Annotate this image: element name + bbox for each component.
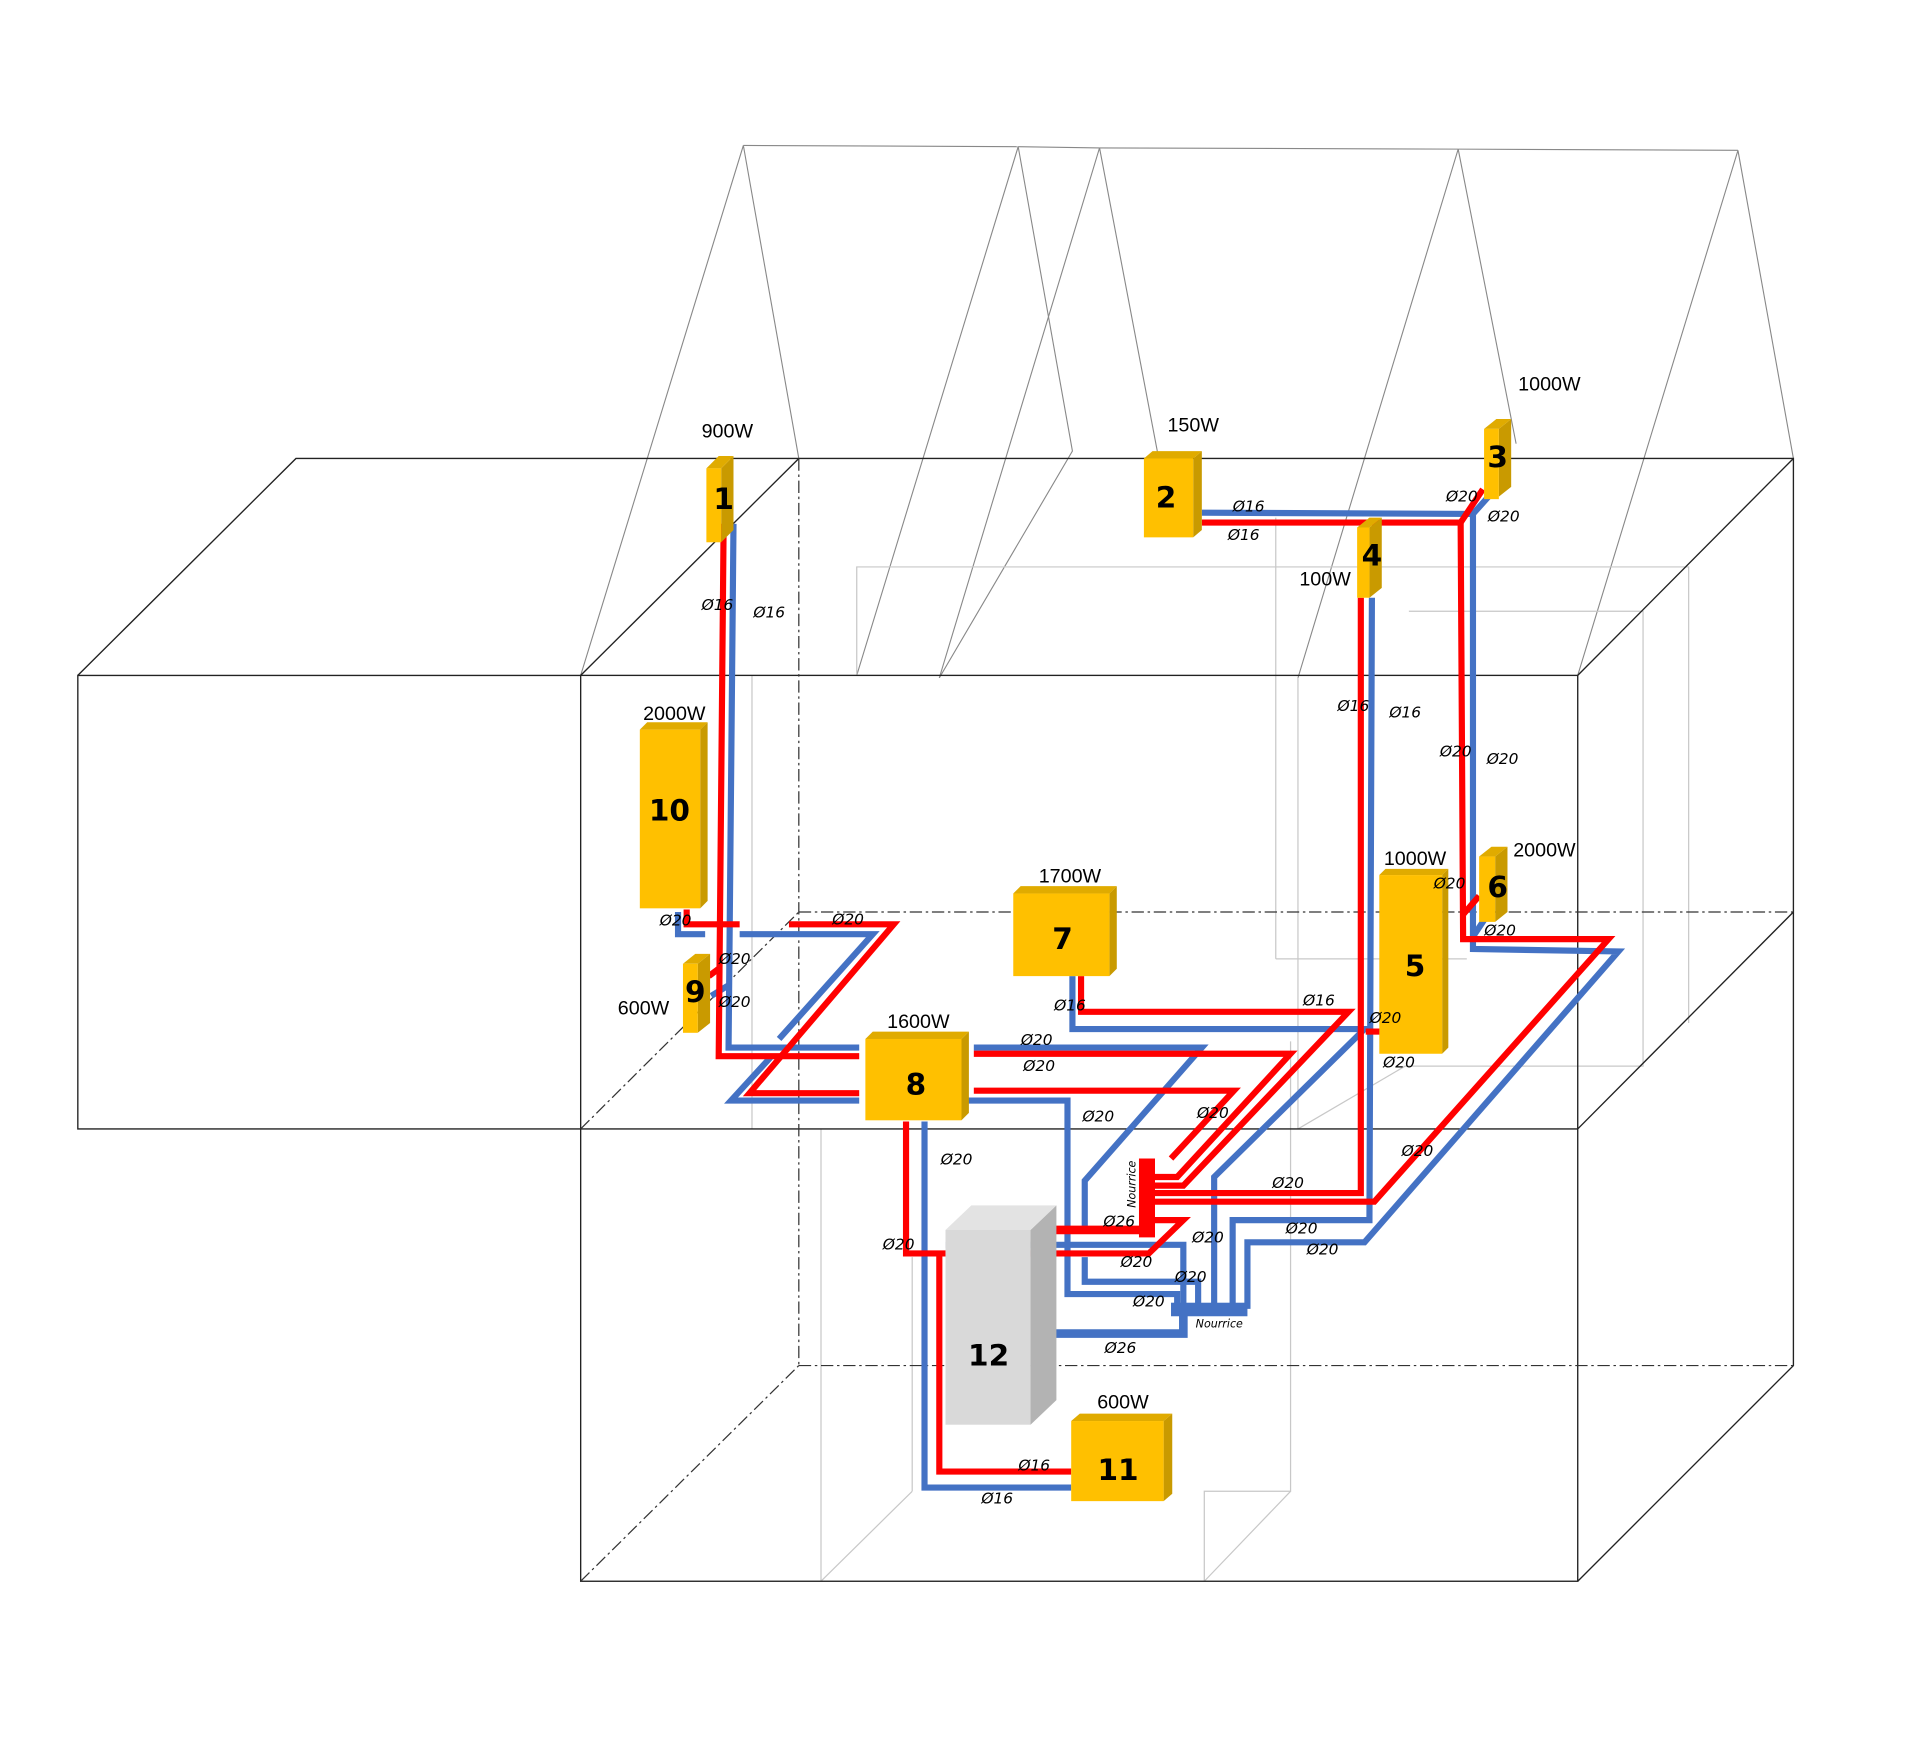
house-wireframe [77, 457, 1795, 1582]
radiator-4: 4 100W [1299, 517, 1383, 598]
pipe-label: Ø16 [1337, 697, 1370, 715]
unit-power: 1000W [1384, 848, 1447, 870]
unit-number: 9 [685, 975, 706, 1009]
unit-number: 8 [906, 1067, 927, 1101]
supply-manifold-label: Nourrice [1125, 1160, 1138, 1207]
pipe-label: Ø16 [1017, 1456, 1050, 1474]
pipe-label: Ø20 [1486, 750, 1519, 768]
roof-wireframe [580, 144, 1794, 679]
radiator-1: 1 900W [702, 421, 754, 543]
unit-power: 600W [1097, 1392, 1149, 1414]
radiator-7: 7 1700W [1013, 865, 1117, 977]
unit-number: 12 [968, 1338, 1009, 1372]
return-manifold [1171, 1302, 1248, 1317]
unit-number: 5 [1405, 949, 1426, 983]
pipe-label: Ø16 [1232, 497, 1265, 515]
pipe-label: Ø26 [1102, 1212, 1135, 1230]
unit-number: 4 [1362, 539, 1383, 573]
pipe-label: Ø20 [1306, 1241, 1339, 1259]
unit-power: 100W [1299, 568, 1351, 590]
pipe-label: Ø16 [1053, 997, 1086, 1015]
pipe-label: Ø16 [1227, 526, 1260, 544]
pipe-label: Ø20 [1382, 1053, 1415, 1071]
pipe-diameter-labels: Ø16 Ø16 Ø16 Ø16 Ø20 Ø20 Ø16 Ø16 Ø20 Ø20 … [659, 488, 1520, 1508]
radiator-5: 5 1000W [1379, 848, 1449, 1054]
pipe-label: Ø20 [1483, 921, 1516, 939]
unit-number: 11 [1097, 1453, 1138, 1487]
boiler-12: 12 [945, 1205, 1057, 1425]
pipe-label: Ø16 [752, 603, 785, 621]
unit-power: 600W [618, 997, 670, 1019]
radiator-8: 8 1600W [865, 1011, 969, 1121]
radiator-2: 2 150W [1143, 414, 1219, 538]
pipe-label: Ø20 [1439, 743, 1472, 761]
unit-number: 2 [1156, 481, 1177, 515]
supply-manifold [1138, 1158, 1155, 1238]
unit-power: 900W [702, 421, 754, 443]
pipe-label: Ø16 [1302, 992, 1335, 1010]
pipe-label: Ø26 [1104, 1339, 1137, 1357]
pipe-label: Ø16 [1388, 703, 1421, 721]
pipe-label: Ø20 [1369, 1009, 1402, 1027]
pipe-label: Ø20 [1132, 1292, 1165, 1310]
pipe-label: Ø16 [980, 1490, 1013, 1508]
pipe-label: Ø20 [1196, 1104, 1229, 1122]
pipe-label: Ø20 [1022, 1057, 1055, 1075]
unit-number: 7 [1052, 922, 1073, 956]
pipe-label: Ø20 [1401, 1142, 1434, 1160]
pipe-label: Ø20 [1174, 1268, 1207, 1286]
pipe-label: Ø20 [1487, 507, 1520, 525]
pipe-label: Ø20 [1120, 1253, 1153, 1271]
pipe-label: Ø20 [1433, 875, 1466, 893]
return-pipes [674, 488, 1626, 1491]
unit-power: 1700W [1039, 865, 1102, 887]
radiator-9: 9 600W [618, 953, 711, 1033]
radiator-10: 10 2000W [639, 703, 708, 909]
unit-number: 3 [1487, 440, 1508, 474]
pipe-label: Ø16 [701, 596, 734, 614]
radiator-6: 6 2000W [1479, 840, 1576, 922]
unit-power: 1000W [1518, 374, 1581, 396]
unit-power: 2000W [643, 703, 706, 725]
unit-power: 1600W [887, 1011, 950, 1033]
unit-number: 6 [1487, 870, 1508, 904]
pipe-label: Ø20 [831, 910, 864, 928]
pipe-label: Ø20 [718, 993, 751, 1011]
unit-power: 150W [1167, 414, 1219, 436]
inner-rooms [751, 517, 1690, 1582]
unit-number: 10 [649, 794, 690, 828]
return-manifold-label: Nourrice [1196, 1317, 1243, 1330]
pipe-label: Ø20 [1020, 1031, 1053, 1049]
radiator-11: 11 600W [1071, 1392, 1173, 1502]
pipe-label: Ø20 [882, 1236, 915, 1254]
supply-pipes [683, 487, 1616, 1475]
pipe-label: Ø20 [940, 1151, 973, 1169]
pipe-label: Ø20 [1271, 1174, 1304, 1192]
pipe-label: Ø20 [1081, 1108, 1114, 1126]
pipe-label: Ø20 [1191, 1228, 1224, 1246]
radiator-3: 3 1000W [1484, 374, 1581, 500]
unit-number: 1 [713, 482, 734, 516]
pipe-label: Ø20 [1445, 488, 1478, 506]
pipe-label: Ø20 [659, 912, 692, 930]
pipe-label: Ø20 [1285, 1220, 1318, 1238]
pipe-label: Ø20 [718, 950, 751, 968]
unit-power: 2000W [1513, 840, 1576, 862]
